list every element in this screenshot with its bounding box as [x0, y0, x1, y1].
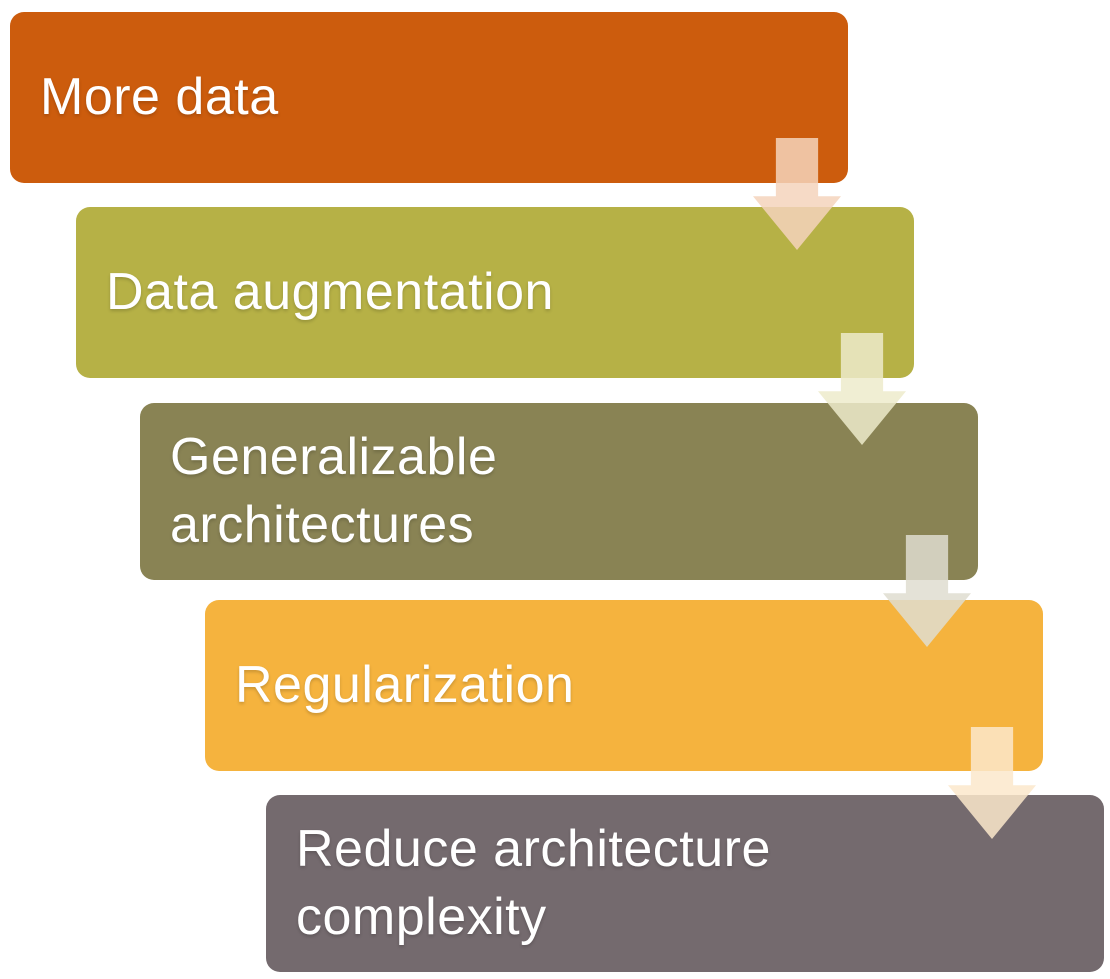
step-box-data-augmentation: Data augmentation [76, 207, 914, 378]
step-label: More data [40, 67, 279, 126]
step-box-reduce-architecture-complexity: Reduce architecture complexity [266, 795, 1104, 972]
step-box-more-data: More data [10, 12, 848, 183]
step-box-regularization: Regularization [205, 600, 1043, 771]
step-label: Reduce architecture complexity [296, 819, 771, 946]
step-label: Regularization [235, 655, 575, 714]
step-box-generalizable-architectures: Generalizable architectures [140, 403, 978, 580]
step-label: Generalizable architectures [170, 427, 498, 554]
step-label: Data augmentation [106, 262, 554, 321]
